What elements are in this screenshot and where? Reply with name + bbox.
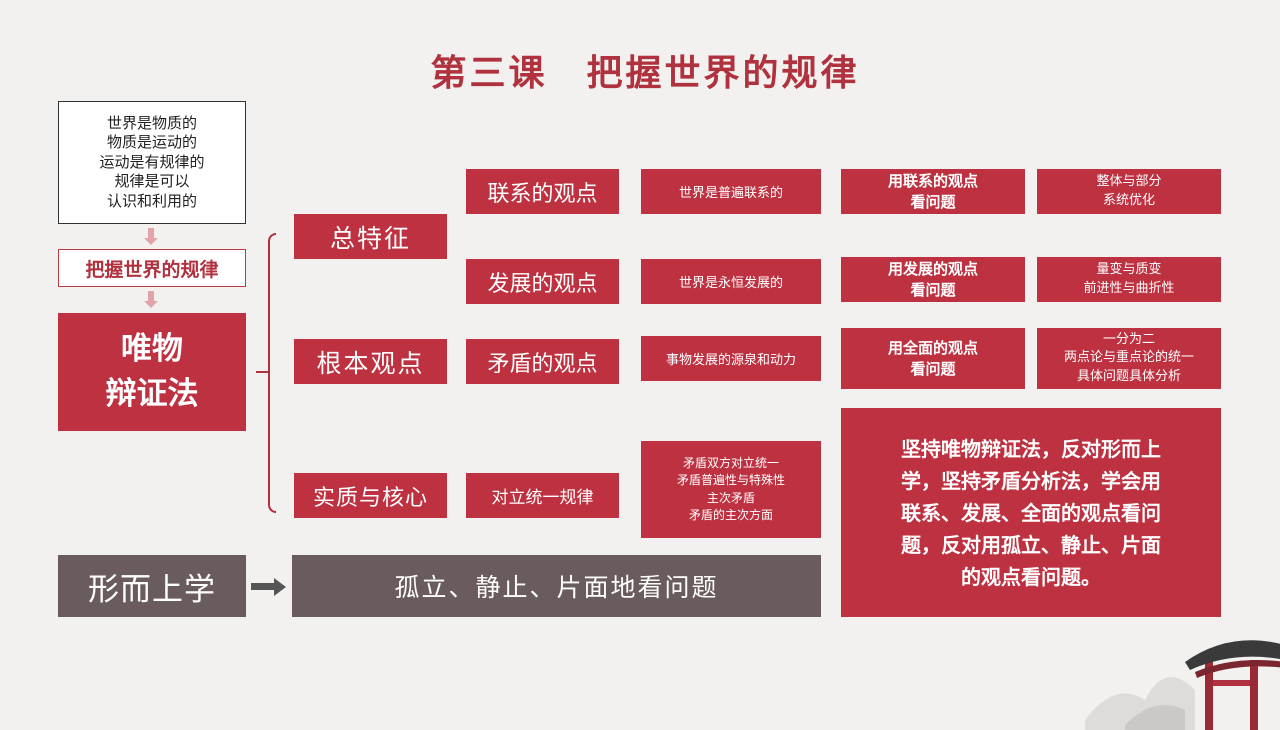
description-line: 主次矛盾	[706, 490, 755, 505]
detail-line: 量变与质变	[1096, 262, 1162, 278]
method-line: 看问题	[910, 359, 956, 378]
viewpoint-contradiction: 矛盾的观点	[466, 339, 619, 384]
materialist-dialectics-box: 唯物 辩证法	[58, 313, 246, 431]
viewpoint-label: 联系的观点	[487, 181, 598, 207]
viewpoint-label: 矛盾的观点	[487, 351, 598, 377]
premise-line: 规律是可以	[114, 172, 190, 191]
category-label: 实质与核心	[312, 485, 428, 511]
detail-line: 具体问题具体分析	[1076, 368, 1181, 384]
description-development: 世界是永恒发展的	[641, 259, 821, 304]
description-text: 世界是普遍联系的	[678, 186, 783, 201]
description-line: 矛盾双方对立统一	[682, 455, 779, 470]
method-line: 看问题	[910, 192, 956, 211]
metaphysics-description-box: 孤立、静止、片面地看问题	[292, 555, 821, 617]
metaphysics-label-box: 形而上学	[58, 555, 246, 617]
conclusion-line: 联系、发展、全面的观点看问	[901, 500, 1161, 525]
conclusion-line: 的观点看问题。	[961, 564, 1101, 589]
detail-connection: 整体与部分 系统优化	[1037, 169, 1221, 214]
detail-contradiction: 一分为二 两点论与重点论的统一 具体问题具体分析	[1037, 328, 1221, 389]
description-text: 事物发展的源泉和动力	[665, 353, 796, 368]
description-connection: 世界是普遍联系的	[641, 169, 821, 214]
down-arrow-icon	[148, 291, 154, 301]
conclusion-box: 坚持唯物辩证法，反对形而上 学，坚持矛盾分析法，学会用 联系、发展、全面的观点看…	[841, 408, 1221, 617]
grasp-law-label: 把握世界的规律	[85, 258, 219, 281]
viewpoint-connection: 联系的观点	[466, 169, 619, 214]
premise-line: 世界是物质的	[106, 113, 197, 132]
method-line: 用联系的观点	[887, 172, 978, 191]
detail-line: 一分为二	[1102, 332, 1155, 348]
dialectics-line: 唯物	[121, 331, 183, 368]
detail-development: 量变与质变 前进性与曲折性	[1037, 257, 1221, 302]
right-arrow-icon	[274, 578, 286, 596]
metaphysics-description: 孤立、静止、片面地看问题	[394, 573, 719, 602]
category-essence: 实质与核心	[294, 473, 447, 518]
down-arrow-icon	[148, 228, 154, 238]
conclusion-line: 题，反对用孤立、静止、片面	[901, 532, 1161, 557]
page-title: 第三课 把握世界的规律	[430, 52, 860, 94]
premise-box: 世界是物质的 物质是运动的 运动是有规律的 规律是可以 认识和利用的	[58, 101, 246, 224]
viewpoint-label: 发展的观点	[487, 271, 598, 297]
method-line: 用发展的观点	[887, 260, 978, 279]
viewpoint-label: 对立统一规律	[491, 488, 594, 508]
method-line: 用全面的观点	[887, 339, 978, 358]
category-fundamental: 根本观点	[294, 339, 447, 384]
grasp-law-box: 把握世界的规律	[58, 249, 246, 287]
description-line: 矛盾普遍性与特殊性	[676, 473, 785, 488]
method-contradiction: 用全面的观点 看问题	[841, 328, 1025, 389]
method-connection: 用联系的观点 看问题	[841, 169, 1025, 214]
viewpoint-development: 发展的观点	[466, 259, 619, 304]
category-label: 根本观点	[316, 348, 425, 378]
viewpoint-unity: 对立统一规律	[466, 473, 619, 518]
premise-line: 运动是有规律的	[99, 152, 205, 171]
description-contradiction: 事物发展的源泉和动力	[641, 336, 821, 381]
metaphysics-label: 形而上学	[88, 571, 216, 608]
detail-line: 系统优化	[1102, 192, 1155, 208]
decorative-pavilion-icon	[1085, 640, 1280, 730]
bracket	[268, 233, 276, 513]
method-line: 看问题	[910, 280, 956, 299]
down-arrow-icon	[144, 238, 158, 245]
right-arrow-icon	[251, 583, 275, 590]
dialectics-line: 辩证法	[105, 376, 199, 412]
description-unity: 矛盾双方对立统一 矛盾普遍性与特殊性 主次矛盾 矛盾的主次方面	[641, 441, 821, 538]
detail-line: 两点论与重点论的统一	[1063, 350, 1194, 366]
category-label: 总特征	[329, 223, 411, 253]
category-general: 总特征	[294, 214, 447, 259]
description-line: 矛盾的主次方面	[688, 507, 773, 522]
premise-line: 物质是运动的	[106, 133, 197, 152]
description-text: 世界是永恒发展的	[678, 276, 783, 291]
bracket-nub	[256, 371, 270, 373]
down-arrow-icon	[144, 301, 158, 308]
premise-line: 认识和利用的	[106, 191, 197, 210]
detail-line: 前进性与曲折性	[1083, 280, 1175, 296]
method-development: 用发展的观点 看问题	[841, 257, 1025, 302]
detail-line: 整体与部分	[1096, 174, 1162, 190]
conclusion-line: 坚持唯物辩证法，反对形而上	[901, 436, 1161, 461]
conclusion-line: 学，坚持矛盾分析法，学会用	[901, 468, 1161, 493]
